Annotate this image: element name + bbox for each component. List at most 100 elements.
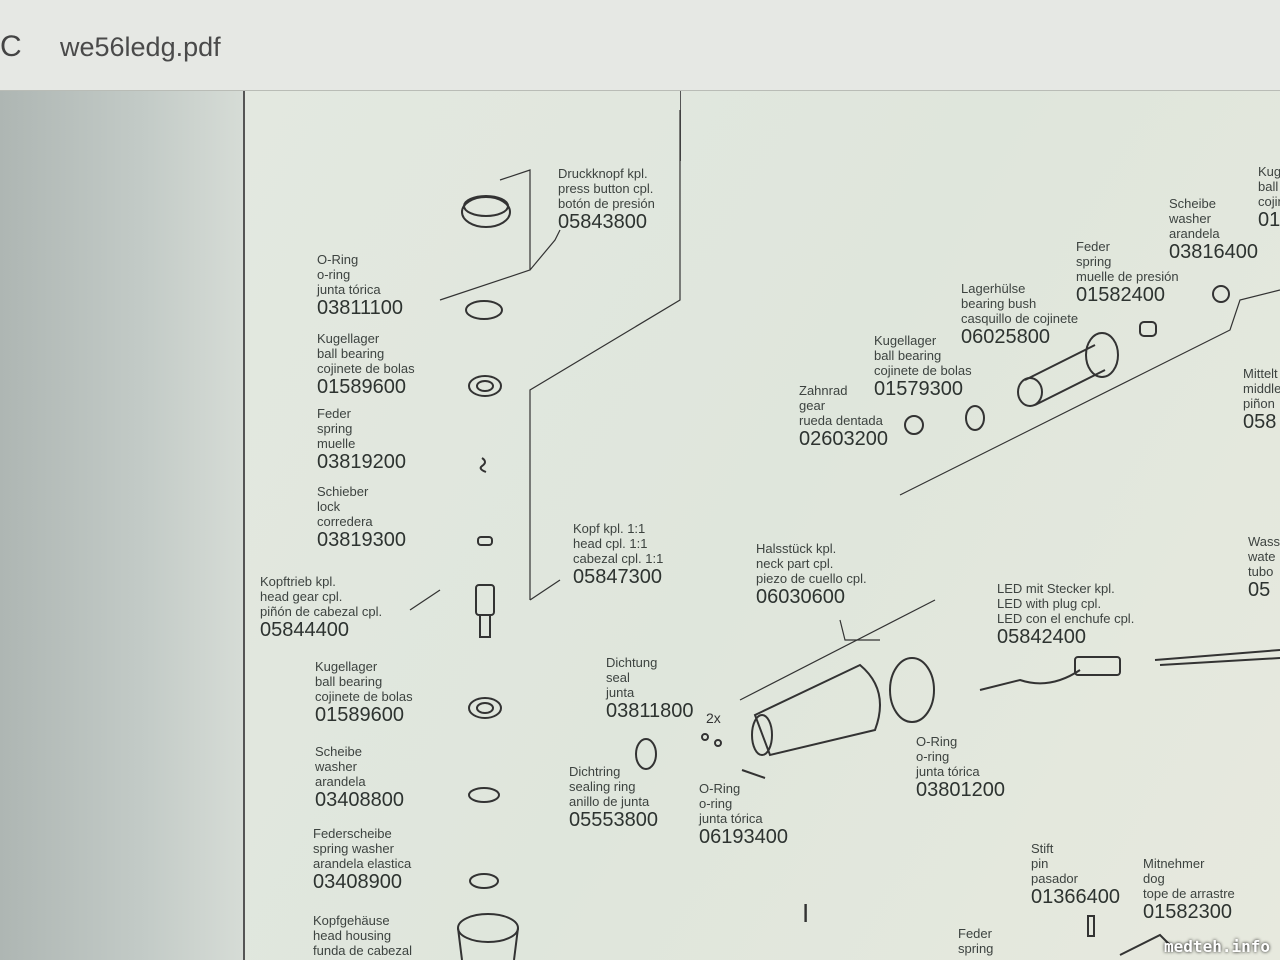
led-part xyxy=(979,649,1280,691)
part-name-de: Stift xyxy=(1031,841,1054,856)
watermark: medteh.info xyxy=(1164,937,1270,956)
spring-part xyxy=(1119,933,1171,956)
washer-part xyxy=(468,787,500,803)
part-number: 06025800 xyxy=(961,326,1050,348)
part-callout: Druckknopf kpl.press button cpl.botón de… xyxy=(558,166,655,233)
part-name-es: cojinete de bolas xyxy=(317,361,415,376)
part-number: 06030600 xyxy=(756,586,845,608)
part-number: 01582300 xyxy=(1143,901,1232,923)
part-number: 03819300 xyxy=(317,529,406,551)
part-name-en: bearing bush xyxy=(961,296,1037,311)
part-name-en: ball bearing xyxy=(874,348,942,363)
part-name-en: sealing ring xyxy=(569,779,636,794)
part-name-de: Kugellager xyxy=(315,659,378,674)
part-name-en: neck part cpl. xyxy=(756,556,834,571)
viewer-toolbar: C we56ledg.pdf xyxy=(0,0,1280,91)
part-name-en: spring xyxy=(1076,254,1112,269)
part-number: 058 xyxy=(1243,411,1277,433)
part-name-es: piñon xyxy=(1243,396,1275,411)
part-number: 03811100 xyxy=(317,297,404,319)
part-name-en: o-ring xyxy=(699,796,733,811)
lock-part xyxy=(477,536,493,546)
part-name-de: Scheibe xyxy=(1169,196,1216,211)
head-housing-part xyxy=(457,913,519,960)
part-name-en: o-ring xyxy=(916,749,950,764)
part-name-es: arandela xyxy=(315,774,366,789)
sealing-ring-part xyxy=(635,738,657,770)
part-number: 05843800 xyxy=(558,211,647,233)
part-name-de: Kopftrieb kpl. xyxy=(260,574,336,589)
part-name-de: Kopf kpl. 1:1 xyxy=(573,521,646,536)
thumbnail-sidebar[interactable] xyxy=(0,91,243,960)
ball-bearing-part xyxy=(468,375,502,397)
bearing-bush-part xyxy=(1017,332,1119,407)
part-number: 05 xyxy=(1248,579,1271,601)
part-name-de: Dichtring xyxy=(569,764,621,779)
text-cursor-icon: I xyxy=(802,898,810,928)
part-callout: Halsstück kpl.neck part cpl.piezo de cue… xyxy=(756,541,867,608)
part-name-en: gear xyxy=(799,398,826,413)
part-name-de: Scheibe xyxy=(315,744,362,759)
part-name-es: tope de arrastre xyxy=(1143,886,1235,901)
part-name-es: piezo de cuello cpl. xyxy=(756,571,867,586)
part-name-de: Mittelt xyxy=(1243,366,1278,381)
part-name-es: corredera xyxy=(317,514,373,529)
pin-part xyxy=(1087,915,1095,937)
part-name-en: ball bearing xyxy=(315,674,383,689)
part-number: 01589600 xyxy=(315,704,404,726)
part-name-es: cojinete de bolas xyxy=(315,689,413,704)
part-name-de: Kugellager xyxy=(874,333,937,348)
part-name-es: cabezal cpl. 1:1 xyxy=(573,551,664,566)
part-name-de: Lagerhülse xyxy=(961,281,1026,296)
part-name-en: dog xyxy=(1143,871,1165,886)
part-name-en: middle xyxy=(1243,381,1280,396)
part-name-es: pasador xyxy=(1031,871,1078,886)
part-number: 03819200 xyxy=(317,451,406,473)
part-name-en: lock xyxy=(317,499,341,514)
part-name-de: Kopfgehäuse xyxy=(313,913,390,928)
part-number: 01582400 xyxy=(1076,284,1165,306)
part-name-en: head cpl. 1:1 xyxy=(573,536,648,551)
o-ring-large-part xyxy=(889,657,935,723)
part-number: 05847300 xyxy=(573,566,662,588)
part-number: 02603200 xyxy=(799,428,888,450)
part-number: 01579300 xyxy=(874,378,963,400)
part-name-de: Wass xyxy=(1248,534,1280,549)
part-name-en: LED with plug cpl. xyxy=(997,596,1102,611)
part-name-de: Halsstück kpl. xyxy=(756,541,837,556)
part-number: 03811800 xyxy=(606,700,694,722)
part-name-de: Mitnehmer xyxy=(1143,856,1205,871)
part-name-en: head gear cpl. xyxy=(260,589,343,604)
part-name-es: cojinete de bolas xyxy=(874,363,972,378)
spring-washer-part xyxy=(469,873,499,889)
part-number: 01 xyxy=(1258,209,1280,231)
part-number: 03816400 xyxy=(1169,241,1258,263)
part-number: 05842400 xyxy=(997,626,1086,648)
part-number: 03408900 xyxy=(313,871,402,893)
part-callout: LED mit Stecker kpl.LED with plug cpl.LE… xyxy=(997,581,1134,648)
part-name-es: junta tórica xyxy=(916,764,980,779)
part-name-en: seal xyxy=(606,670,630,685)
part-name-es: muelle xyxy=(317,436,356,451)
part-callout: Kugballcojin01 xyxy=(1258,164,1280,231)
part-callout: Kopftrieb kpl.head gear cpl.piñón de cab… xyxy=(260,574,382,641)
part-name-es: rueda dentada xyxy=(799,413,883,428)
part-name-de: Feder xyxy=(958,926,992,941)
reload-icon[interactable]: C xyxy=(0,30,22,63)
part-name-en: ball bearing xyxy=(317,346,385,361)
part-name-de: Schieber xyxy=(317,484,369,499)
